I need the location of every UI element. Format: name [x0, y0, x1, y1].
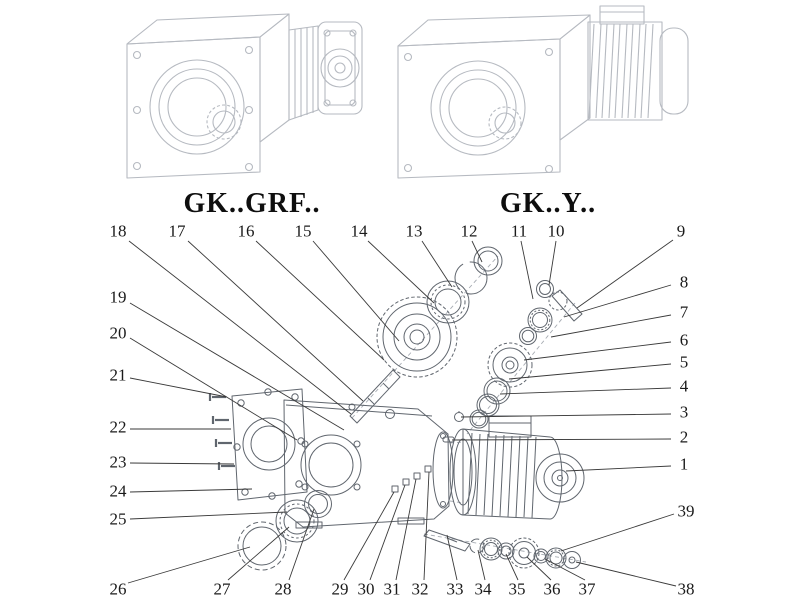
leader-line-33 — [446, 534, 458, 581]
leader-line-18 — [128, 240, 352, 415]
part-number-2: 2 — [679, 427, 689, 447]
helical-gear — [376, 296, 458, 378]
part-number-12: 12 — [460, 221, 478, 241]
leader-line-13 — [421, 240, 453, 288]
leader-line-6 — [523, 341, 672, 361]
part-number-39: 39 — [677, 501, 695, 521]
output-cover-rings — [237, 490, 332, 571]
part-number-38: 38 — [677, 579, 695, 599]
leader-line-20 — [129, 337, 298, 441]
part-number-3: 3 — [679, 402, 689, 422]
leader-line-19 — [129, 302, 345, 431]
part-number-11: 11 — [510, 221, 528, 241]
leader-line-5 — [508, 363, 672, 380]
leader-line-32 — [423, 471, 430, 581]
part-number-30: 30 — [357, 579, 375, 599]
leader-line-2 — [451, 438, 672, 441]
leader-line-24 — [129, 488, 253, 493]
part-number-4: 4 — [679, 376, 689, 396]
leader-line-16 — [255, 240, 385, 361]
leader-line-15 — [312, 240, 400, 342]
motor — [449, 415, 585, 520]
pinion-shaft-group — [469, 280, 583, 429]
part-number-9: 9 — [676, 221, 686, 241]
model-label-gk-grf: GK..GRF.. — [183, 188, 321, 219]
snap-ring — [454, 261, 488, 295]
leader-line-8 — [563, 284, 672, 318]
part-number-13: 13 — [405, 221, 423, 241]
part-number-19: 19 — [109, 287, 127, 307]
part-number-1: 1 — [679, 454, 689, 474]
part-number-5: 5 — [679, 352, 689, 372]
part-number-17: 17 — [168, 221, 186, 241]
leader-line-37 — [544, 558, 586, 581]
mounting-flange — [231, 388, 308, 501]
part-number-32: 32 — [411, 579, 429, 599]
part-number-29: 29 — [331, 579, 349, 599]
leader-line-26 — [127, 546, 251, 584]
part-number-25: 25 — [109, 509, 127, 529]
part-number-37: 37 — [578, 579, 596, 599]
flange-screws — [208, 393, 235, 470]
leader-line-28 — [288, 508, 315, 581]
leader-line-29 — [343, 491, 395, 581]
leader-line-23 — [129, 462, 235, 465]
model-label-gk-y: GK..Y.. — [499, 188, 597, 219]
leader-line-3 — [460, 413, 672, 418]
leader-line-39 — [560, 513, 675, 552]
leader-line-27 — [227, 526, 290, 581]
part-number-8: 8 — [679, 272, 689, 292]
gear-housing — [283, 399, 454, 529]
output-shaft-group — [423, 529, 581, 569]
leader-line-30 — [369, 484, 406, 581]
leader-line-25 — [129, 511, 288, 520]
leader-line-12 — [471, 240, 483, 263]
leader-line-10 — [548, 240, 557, 286]
part-number-16: 16 — [237, 221, 255, 241]
part-number-33: 33 — [446, 579, 464, 599]
part-number-15: 15 — [294, 221, 312, 241]
part-number-34: 34 — [474, 579, 492, 599]
part-number-23: 23 — [109, 452, 127, 472]
drawing-gk-y — [397, 5, 689, 179]
exploded-view — [208, 246, 587, 571]
part-number-28: 28 — [274, 579, 292, 599]
part-number-6: 6 — [679, 330, 689, 350]
leader-line-38 — [575, 561, 677, 587]
leader-line-17 — [187, 240, 364, 402]
seal-ring — [473, 246, 503, 276]
leader-line-9 — [576, 239, 674, 309]
part-number-24: 24 — [109, 481, 127, 501]
leader-line-36 — [526, 556, 552, 581]
part-number-14: 14 — [350, 221, 368, 241]
part-number-7: 7 — [679, 302, 689, 322]
part-number-21: 21 — [109, 365, 127, 385]
leader-line-14 — [367, 240, 435, 304]
part-number-35: 35 — [508, 579, 526, 599]
leader-line-21 — [129, 377, 228, 398]
part-number-36: 36 — [543, 579, 561, 599]
leader-line-35 — [505, 553, 519, 581]
leader-line-11 — [520, 240, 534, 300]
leader-line-4 — [499, 387, 672, 395]
leader-lines — [127, 239, 677, 587]
leader-line-34 — [477, 549, 486, 581]
leader-line-31 — [395, 478, 417, 581]
part-number-27: 27 — [213, 579, 231, 599]
leader-line-7 — [550, 314, 672, 338]
part-number-20: 20 — [109, 323, 127, 343]
leader-line-1 — [565, 465, 672, 472]
part-number-18: 18 — [109, 221, 127, 241]
part-number-22: 22 — [109, 417, 127, 437]
part-number-31: 31 — [383, 579, 401, 599]
drawing-gk-grf — [126, 13, 363, 179]
housing-bolts — [391, 465, 432, 493]
part-number-26: 26 — [109, 579, 127, 599]
input-shaft — [349, 369, 401, 424]
part-number-10: 10 — [547, 221, 565, 241]
